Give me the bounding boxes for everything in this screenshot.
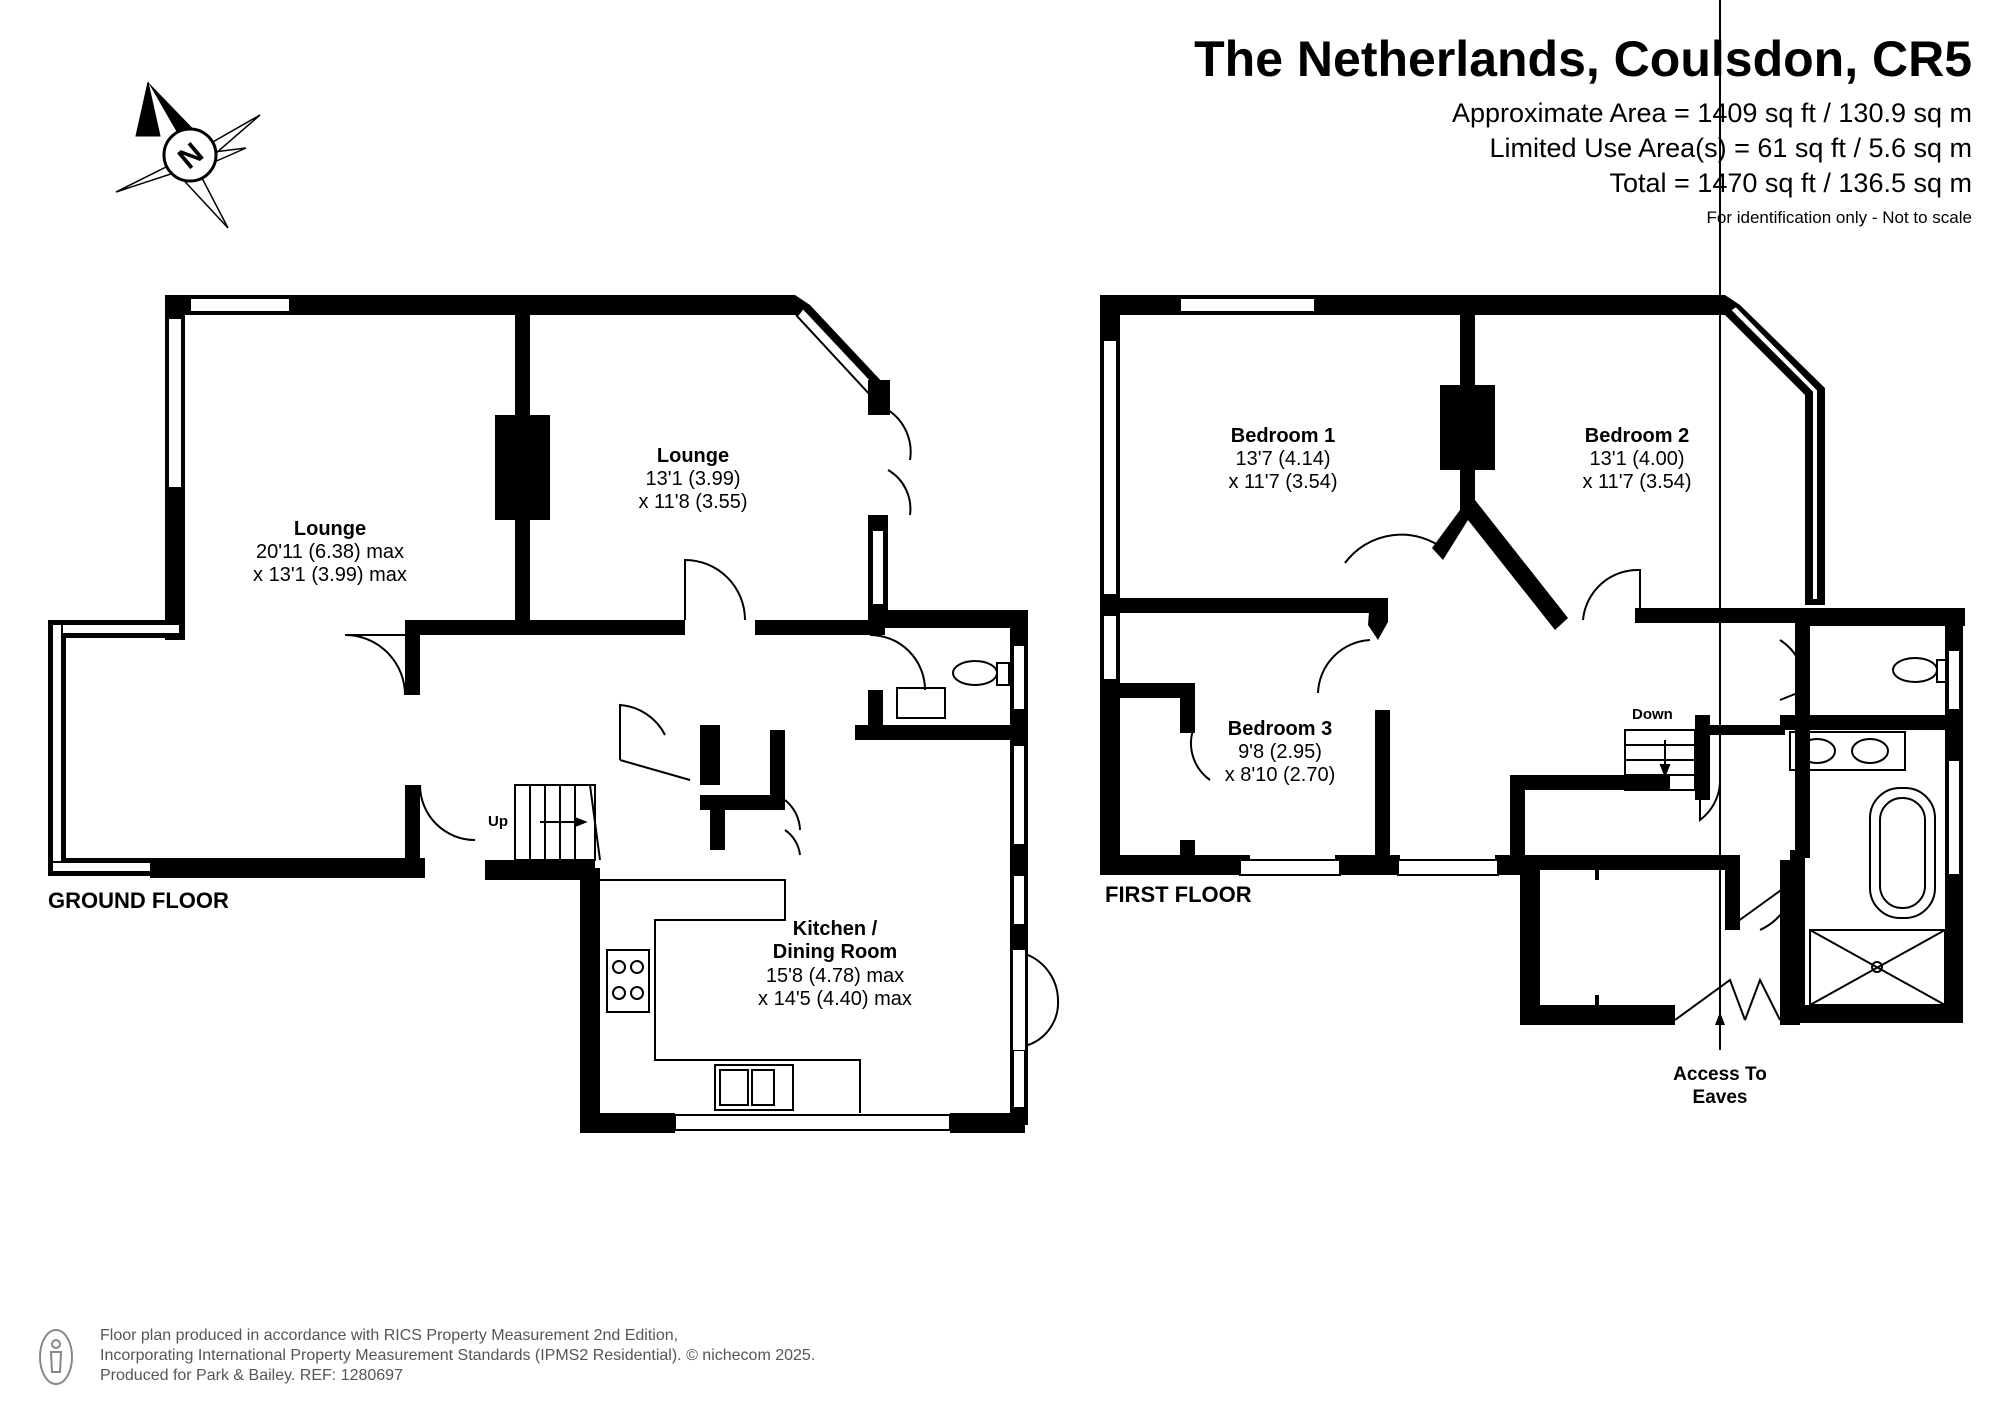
- bedroom1-dim1: 13'7 (4.14): [1236, 448, 1331, 470]
- footer-line-2: Incorporating International Property Mea…: [100, 1347, 816, 1364]
- property-title: The Netherlands, Coulsdon, CR5: [1194, 31, 1972, 87]
- hob-icon: [606, 949, 650, 1013]
- first-floor-stairs: [1624, 729, 1696, 791]
- bedroom3-dim1: 9'8 (2.95): [1238, 741, 1322, 763]
- lounge-main-name: Lounge: [294, 518, 366, 540]
- footer-line-3: Produced for Park & Bailey. REF: 1280697: [100, 1367, 403, 1384]
- ground-floor-stairs: [514, 784, 601, 861]
- toilet-icon: [1892, 657, 1948, 683]
- eaves-label-2: Eaves: [1693, 1087, 1748, 1108]
- lounge-second-name: Lounge: [657, 445, 729, 467]
- double-sink-icon: [1789, 731, 1906, 771]
- bedroom1-dim2: x 11'7 (3.54): [1228, 471, 1337, 493]
- lounge-second-dim2: x 11'8 (3.55): [638, 491, 747, 513]
- shower-icon: [1809, 929, 1946, 1006]
- sink-icon: [896, 687, 946, 719]
- bedroom3-dim2: x 8'10 (2.70): [1225, 764, 1336, 786]
- bedroom3-name: Bedroom 3: [1228, 718, 1332, 740]
- ground-floor-walls: [48, 295, 1028, 1133]
- bedroom1-name: Bedroom 1: [1231, 425, 1335, 447]
- footer-credits: Floor plan produced in accordance with R…: [100, 1326, 815, 1386]
- kitchen-sink-icon: [714, 1064, 794, 1111]
- bedroom2-dim1: 13'1 (4.00): [1590, 448, 1685, 470]
- bedroom2-name: Bedroom 2: [1585, 425, 1689, 447]
- kitchen-dim2: x 14'5 (4.40) max: [758, 988, 912, 1010]
- kitchen-name-1: Kitchen /: [793, 918, 878, 940]
- first-stairs-label: Down: [1632, 706, 1673, 723]
- limited-use-area: Limited Use Area(s) = 61 sq ft / 5.6 sq …: [1489, 133, 1972, 163]
- total-area: Total = 1470 sq ft / 136.5 sq m: [1609, 168, 1972, 198]
- ground-floor-doors: [344, 409, 1060, 1046]
- kitchen-dim1: 15'8 (4.78) max: [766, 965, 904, 987]
- lounge-main-dim2: x 13'1 (3.99) max: [253, 564, 407, 586]
- kitchen-name-2: Dining Room: [773, 941, 897, 963]
- lounge-second-dim1: 13'1 (3.99): [646, 468, 741, 490]
- bedroom2-dim2: x 11'7 (3.54): [1582, 471, 1691, 493]
- first-floor-label: FIRST FLOOR: [1105, 882, 1252, 907]
- kitchen-units: [600, 879, 861, 1113]
- person-icon: [39, 1329, 73, 1385]
- compass-icon: N: [115, 81, 261, 229]
- first-floor-doors: [1190, 533, 1807, 1021]
- first-floor-walls: [1100, 295, 1965, 1025]
- ground-stairs-label: Up: [488, 813, 508, 830]
- toilet-icon: [952, 660, 1010, 686]
- identification-note: For identification only - Not to scale: [1706, 208, 1972, 227]
- footer-line-1: Floor plan produced in accordance with R…: [100, 1327, 679, 1344]
- lounge-main-dim1: 20'11 (6.38) max: [256, 541, 404, 563]
- ground-floor-label: GROUND FLOOR: [48, 888, 229, 913]
- approximate-area: Approximate Area = 1409 sq ft / 130.9 sq…: [1451, 98, 1972, 128]
- eaves-label-1: Access To: [1673, 1064, 1767, 1085]
- bath-icon: [1869, 787, 1936, 919]
